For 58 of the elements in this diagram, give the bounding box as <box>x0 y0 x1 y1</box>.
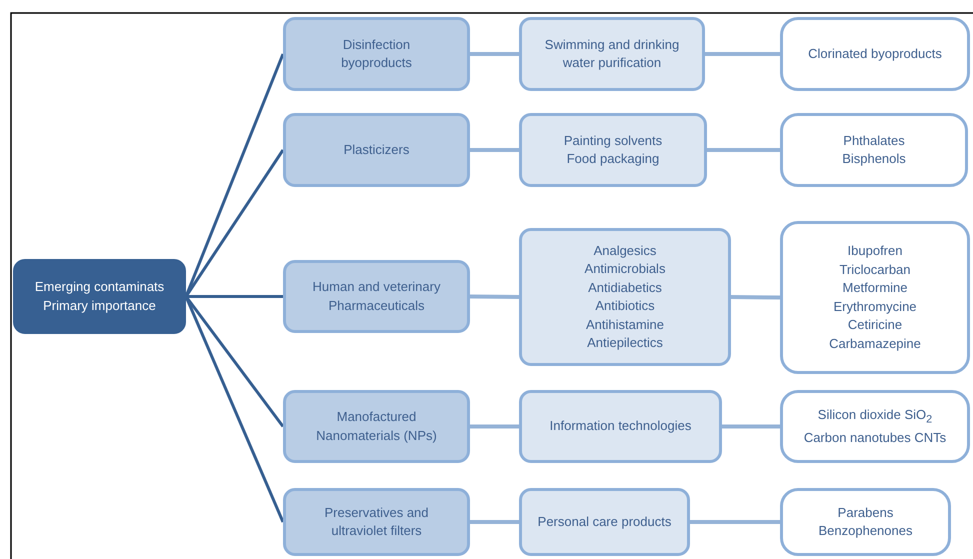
node-text: Clorinated byoproducts <box>808 44 942 63</box>
node-text: Food packaging <box>566 150 660 168</box>
node-text: Disinfection byoproducts <box>340 36 413 72</box>
category-box <box>283 113 470 187</box>
connector-line <box>730 295 780 300</box>
source-box <box>519 113 707 187</box>
node-text: Ibupofren <box>848 242 902 260</box>
node-text: Preservatives and ultraviolet filters <box>323 504 430 540</box>
node-text: Primary importance <box>43 296 156 315</box>
source-box <box>519 17 705 91</box>
node-text: Carbon nanotubes CNTs <box>804 428 946 447</box>
example-box <box>780 221 970 374</box>
connector-line <box>470 424 519 428</box>
topic-box <box>13 259 186 334</box>
connector-line <box>690 520 780 524</box>
node-text: Analgesics <box>594 242 656 260</box>
node-text: Manofactured Nanomaterials (NPs) <box>315 408 438 445</box>
example-box <box>780 113 968 187</box>
node-text: Parabens <box>838 504 894 522</box>
connector-line <box>470 52 519 56</box>
node-text: Bisphenols <box>842 150 906 168</box>
node-text: Antibiotics <box>595 297 655 315</box>
connector-line <box>722 424 780 428</box>
node-text: Plasticizers <box>344 140 410 159</box>
node-text: Erythromycine <box>833 298 917 316</box>
node-text: Benzophenones <box>818 522 912 540</box>
source-box <box>519 390 722 463</box>
node-text: Carbamazepine <box>829 334 921 353</box>
source-box <box>519 488 690 556</box>
node-text: Metformine <box>842 279 908 297</box>
node-text: Swimming and drinking water purification <box>544 36 680 72</box>
node-text: Antimicrobials <box>584 260 666 278</box>
node-text: Information technologies <box>550 417 692 436</box>
source-box <box>519 228 731 366</box>
node-text: Silicon dioxide SiO$_{2}$ <box>818 406 932 428</box>
connector-line <box>707 148 780 152</box>
example-box <box>780 390 970 463</box>
connector-line <box>470 148 519 152</box>
category-box <box>283 17 470 91</box>
node-text: Antidiabetics <box>588 278 662 296</box>
category-box <box>283 390 470 463</box>
connector-line <box>470 520 519 524</box>
category-box <box>283 488 470 556</box>
example-box <box>780 17 970 91</box>
node-text: Human and veterinary Pharmaceuticals <box>312 278 442 314</box>
node-text: Personal care products <box>538 512 672 531</box>
node-text: Antiepilectics <box>587 334 663 352</box>
connector-line <box>470 294 520 299</box>
node-text: Phthalates <box>843 132 905 150</box>
category-box <box>283 260 470 333</box>
node-text: Painting solvents <box>564 132 662 150</box>
connector-line <box>186 295 283 298</box>
node-text: Antihistamine <box>586 316 664 334</box>
node-text: Triclocarban <box>839 260 911 278</box>
node-text: Emerging contaminats <box>34 278 164 296</box>
example-box <box>780 488 951 556</box>
node-text: Cetiricine <box>848 316 902 334</box>
connector-line <box>705 52 780 56</box>
